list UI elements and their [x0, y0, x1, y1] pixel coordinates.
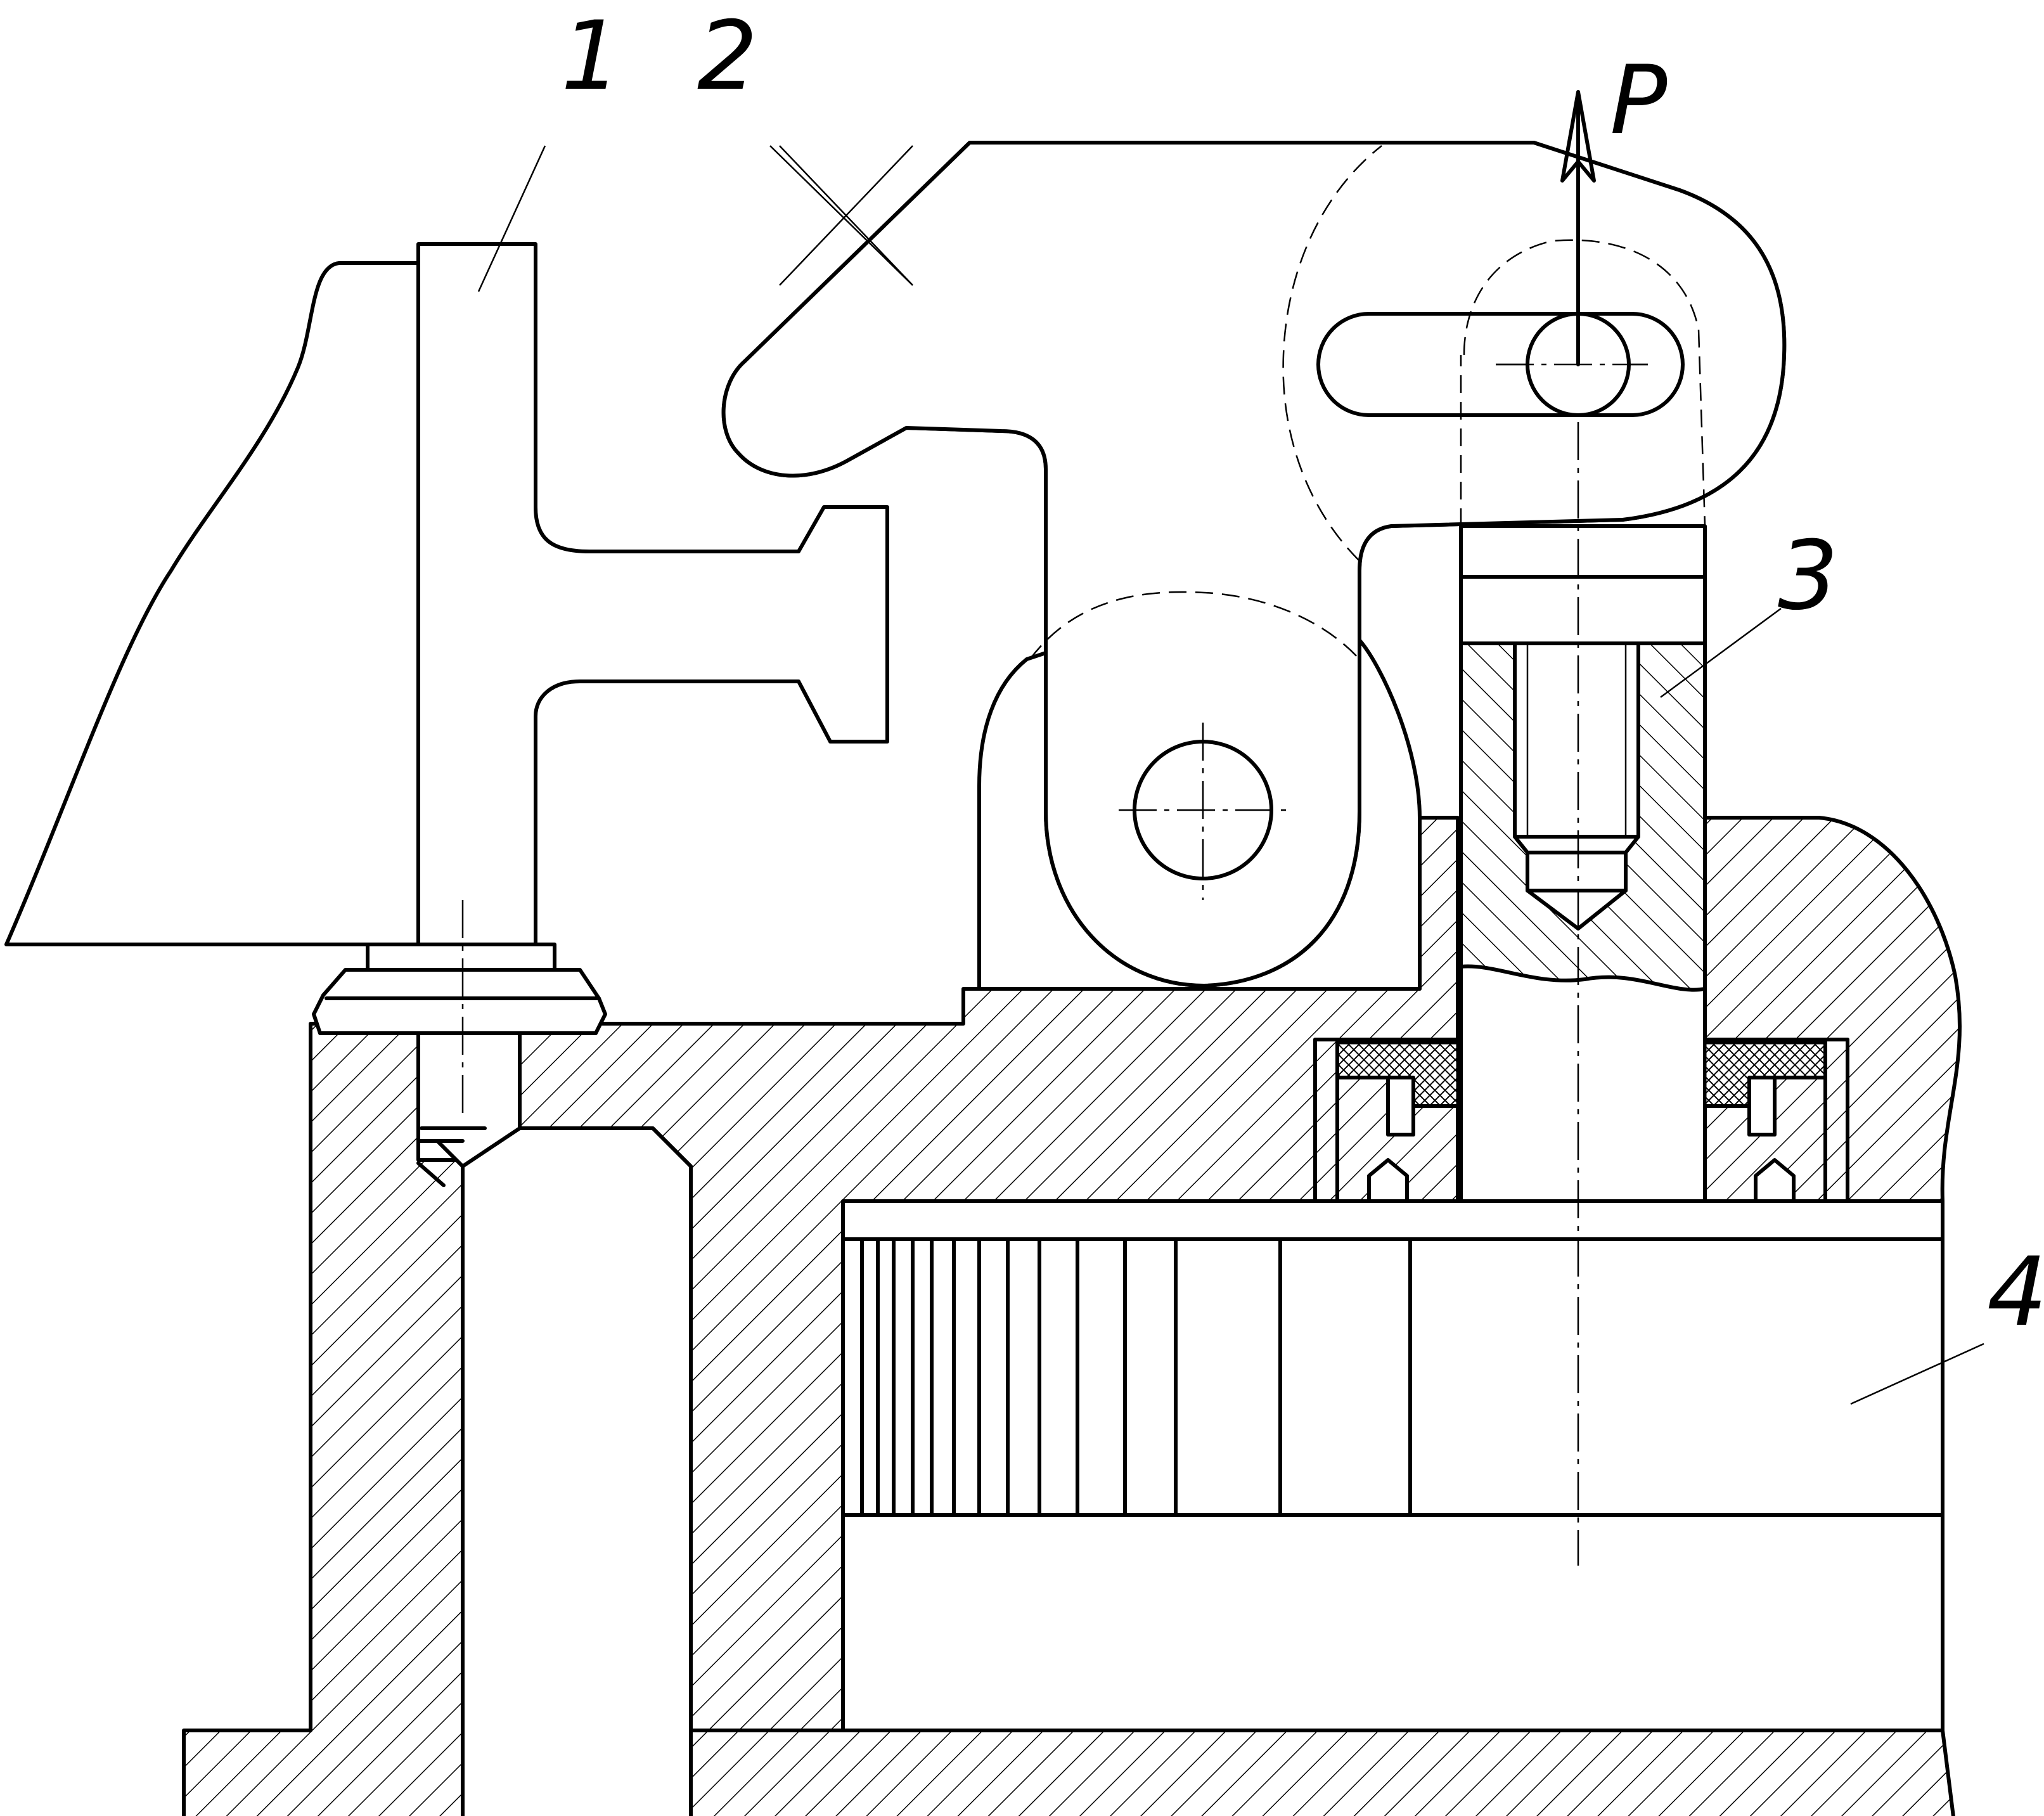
housing-section [182, 816, 1962, 1816]
label-part-3: 3 [1778, 521, 1838, 631]
pivot-hidden-arc [1029, 591, 1360, 660]
nut [312, 968, 607, 1035]
leader-lines [477, 145, 1984, 1405]
label-force-p: P [1610, 46, 1668, 156]
part-2-lever [721, 141, 1787, 991]
label-part-1: 1 [561, 1, 621, 112]
guide-pin-bore [461, 1126, 693, 1816]
label-part-2: 2 [697, 1, 757, 112]
column-ribs [860, 1237, 1412, 1517]
threaded-hole [1513, 641, 1640, 931]
lever-outline-hidden [1282, 145, 1382, 562]
housing-bottom-plate [689, 1729, 1955, 1816]
piston-seals [1313, 1038, 1849, 1203]
part-1-bracket [312, 242, 889, 1035]
washer [366, 943, 556, 972]
force-arrow-p [1560, 90, 1596, 366]
part-4-column [841, 1199, 1944, 1732]
part-3-plunger [1459, 524, 1707, 1203]
machine-table [4, 261, 420, 946]
label-part-4: 4 [1987, 1237, 2044, 1348]
